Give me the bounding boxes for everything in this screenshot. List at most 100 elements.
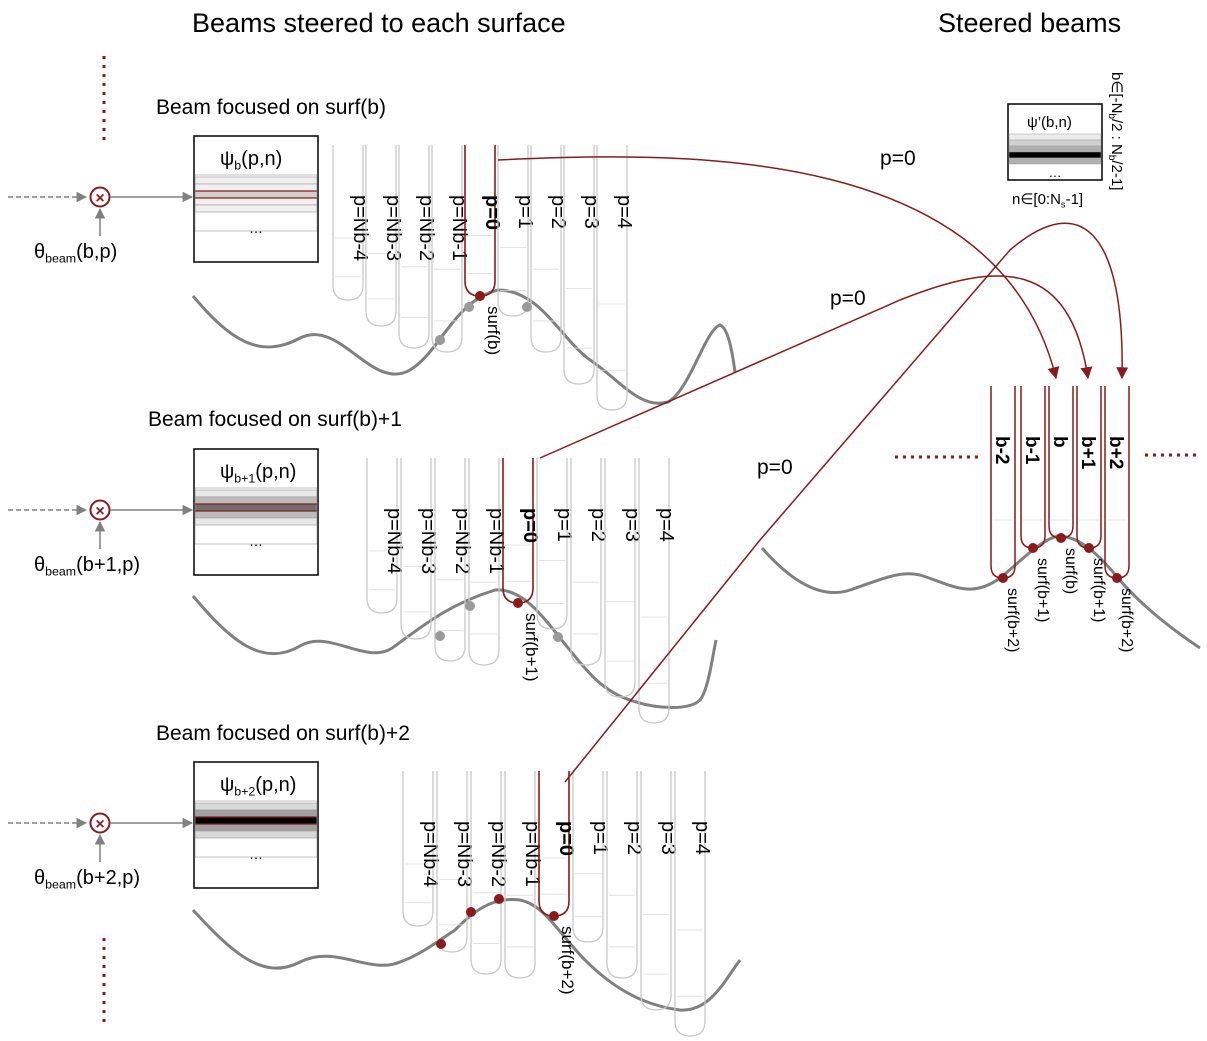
steered-surf-label: surf(b) — [1062, 548, 1079, 594]
psi-table: ψb(p,n)… — [193, 135, 319, 263]
beam — [504, 771, 536, 979]
surface-point — [553, 632, 563, 642]
beam-label: p=2 — [623, 821, 645, 855]
steered-beam-label: b+2 — [1105, 436, 1126, 469]
beam-label: p=Nb-4 — [419, 821, 441, 887]
multiply-icon — [89, 499, 111, 521]
surface-point — [435, 631, 445, 641]
steering-arrows: p=0 p=0 p=0 — [497, 147, 1129, 783]
n-range-label: n∈[0:Ns-1] — [1012, 191, 1083, 209]
beam — [400, 458, 432, 640]
beam-label: p=0 — [519, 508, 541, 543]
beam — [596, 145, 628, 411]
arrow-label: p=0 — [830, 287, 866, 310]
beam-label: p=Nb-3 — [453, 821, 475, 887]
theta-label: θbeam(b+2,p) — [34, 867, 140, 891]
beam-label: p=Nb-1 — [485, 508, 507, 574]
multiply-icon — [89, 812, 111, 834]
beam — [468, 458, 500, 666]
steered-psi-label: ψ’(b,n) — [1027, 114, 1072, 131]
steered-beams-panel: ψ’(b,n)…n∈[0:Ns-1]b∈[-Nb/2 : Nb/2-1]b-2s… — [760, 72, 1201, 652]
beam — [431, 145, 463, 353]
beam-label: p=0 — [555, 821, 577, 856]
beam-label: p=1 — [589, 821, 611, 855]
beam-label: p=Nb-1 — [521, 821, 543, 887]
right-heading: Steered beams — [938, 8, 1122, 38]
beam-label: p=1 — [553, 508, 575, 542]
psi-table: ψb+2(p,n)… — [193, 761, 319, 889]
beam-label: p=Nb-2 — [415, 195, 437, 261]
psi-table-row — [194, 503, 318, 512]
psi-table-row — [194, 802, 318, 811]
surf-label: surf(b+2) — [558, 926, 577, 995]
multiply-glyph: × — [95, 190, 104, 207]
psi-table-row — [194, 190, 318, 199]
psi-table-row — [194, 496, 318, 505]
arrow-label: p=0 — [757, 456, 793, 479]
surface-point — [466, 907, 476, 917]
psi-table-row — [194, 183, 318, 192]
steered-table-row — [1008, 145, 1102, 153]
theta-label: θbeam(b+1,p) — [34, 554, 140, 578]
steered-beam — [990, 386, 1016, 579]
steered-surf-label: surf(b+2) — [1004, 588, 1021, 652]
steered-beam-label: b+1 — [1077, 436, 1098, 470]
surf-label: surf(b) — [484, 306, 503, 355]
psi-table-ellipsis: … — [249, 220, 263, 236]
steered-table-ellipsis: … — [1049, 165, 1062, 180]
psi-table-row — [194, 517, 318, 526]
left-heading: Beams steered to each surface — [192, 8, 566, 38]
steered-surface-point — [1028, 543, 1038, 553]
arrow-row-2 — [539, 275, 1093, 459]
beam-label: p=3 — [580, 195, 602, 229]
surf-label: surf(b+1) — [522, 613, 541, 682]
psi-table-rows-border — [194, 800, 318, 858]
psi-table-row — [194, 830, 318, 839]
steered-surface-point — [1084, 543, 1094, 553]
steered-surface-point — [1112, 573, 1122, 583]
rows-layer: × θbeam(b,p) ψb(p,n)… p=Nb-4 p=Nb-3 p=Nb-2 p=N… — [8, 56, 742, 1037]
beam-label: p=2 — [587, 508, 609, 542]
steered-table-row — [1008, 157, 1102, 165]
surface-point-focus — [475, 291, 485, 301]
beam — [530, 145, 562, 353]
beam — [604, 458, 636, 698]
steered-beam-label: b-1 — [1021, 436, 1042, 465]
beam-label: p=Nb-4 — [383, 508, 405, 574]
beam — [332, 145, 364, 301]
row-2-caption: Beam focused on surf(b)+1 — [148, 408, 402, 431]
psi-table-row — [194, 204, 318, 213]
beam-label: p=4 — [691, 821, 713, 855]
beam-label: p=0 — [481, 195, 503, 230]
beam — [434, 458, 466, 662]
surface-point — [465, 601, 475, 611]
beam — [366, 458, 398, 614]
steered-table-row — [1008, 151, 1102, 159]
psi-table-row — [194, 489, 318, 498]
steered-beam — [1104, 386, 1130, 579]
multiply-icon — [89, 186, 111, 208]
beam — [570, 458, 602, 666]
beam-label: p=Nb-1 — [448, 195, 470, 261]
beam — [536, 458, 568, 630]
steered-beam — [1048, 386, 1074, 539]
surface-curve — [191, 288, 737, 405]
surface-point-focus — [549, 911, 559, 921]
beam — [402, 771, 434, 927]
steered-surface-point — [998, 573, 1008, 583]
steered-table-row — [1008, 139, 1102, 147]
surface-curve — [191, 588, 718, 709]
theta-label: θbeam(b,p) — [34, 241, 117, 265]
beam-label: p=Nb-2 — [487, 821, 509, 887]
psi-table-row — [194, 197, 318, 206]
psi-table-row — [194, 816, 318, 825]
psi-label: ψb+2(p,n) — [220, 774, 296, 798]
beam-label: p=Nb-4 — [349, 195, 371, 261]
